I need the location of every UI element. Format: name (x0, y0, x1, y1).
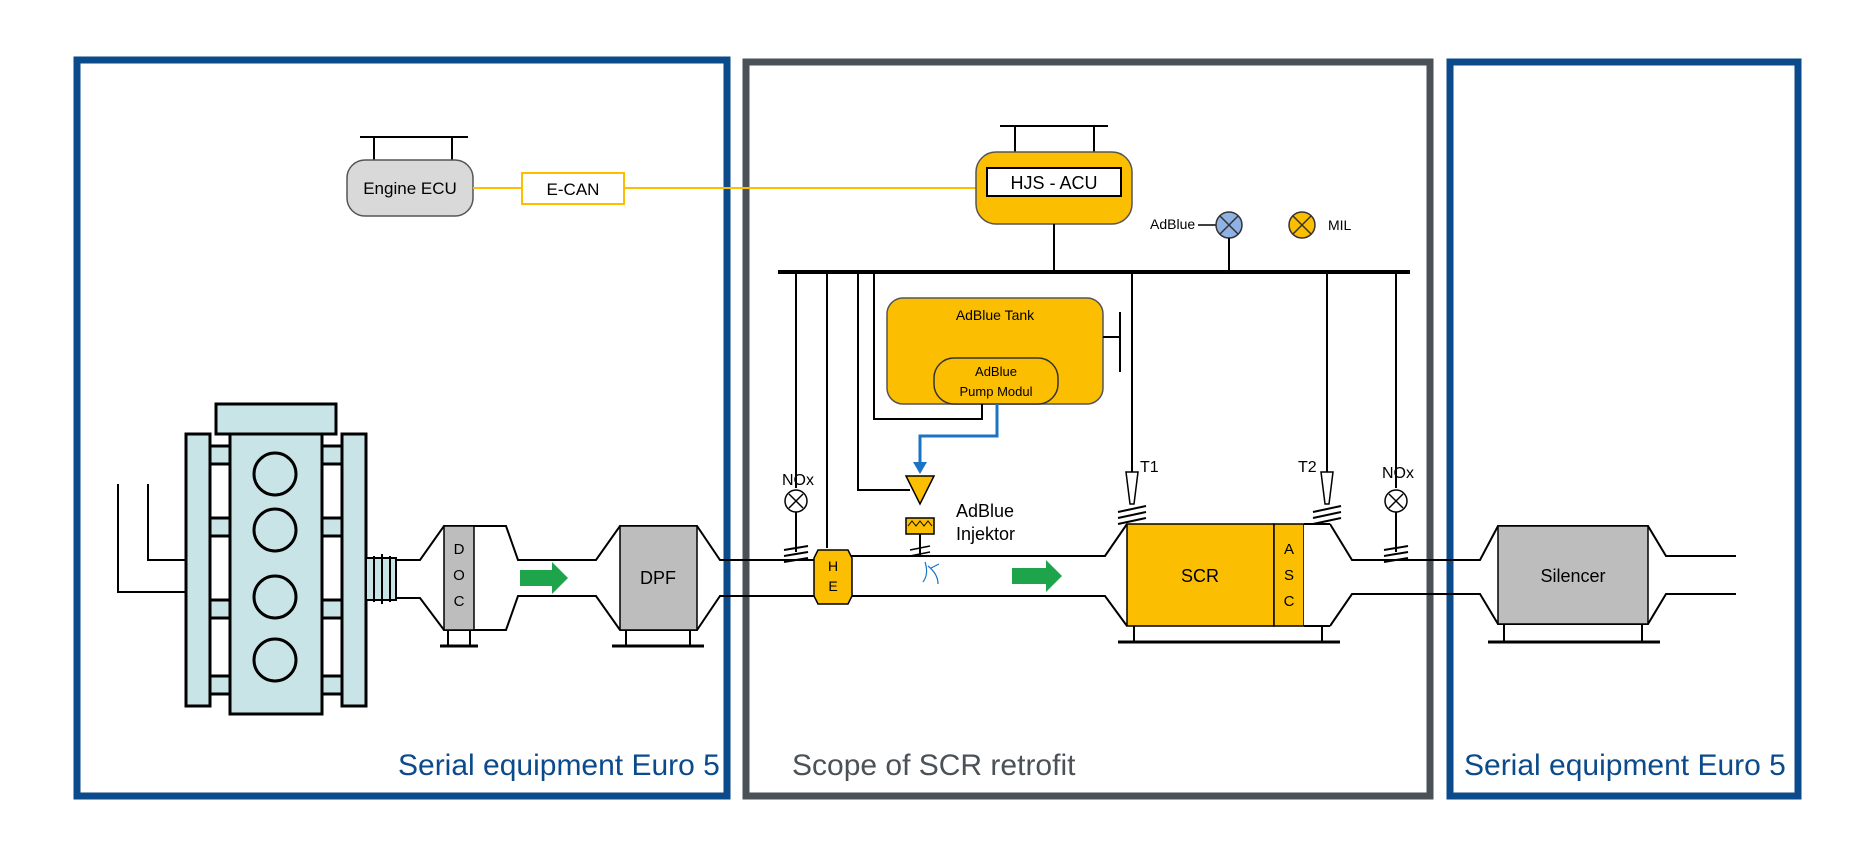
scope-frame (742, 58, 1434, 800)
svg-text:AdBlue: AdBlue (956, 501, 1014, 521)
wire-injector (857, 272, 910, 491)
scr-housing-gap (1304, 524, 1330, 626)
svg-text:NOx: NOx (782, 472, 814, 489)
svg-text:Silencer: Silencer (1540, 566, 1605, 586)
svg-text:Engine ECU: Engine ECU (363, 179, 457, 198)
svg-text:T1: T1 (1140, 459, 1159, 476)
left-region-label: Serial equipment Euro 5 (398, 749, 720, 782)
flow-arrow-1 (520, 562, 568, 594)
nox-sensor-left: NOx (782, 472, 814, 563)
svg-text:T2: T2 (1298, 459, 1317, 476)
svg-text:C: C (1284, 593, 1295, 610)
dpf: DPF (612, 525, 704, 648)
silencer: Silencer (1488, 525, 1660, 644)
wire-pump (873, 272, 983, 420)
svg-text:Injektor: Injektor (956, 524, 1015, 544)
middle-region-label: Scope of SCR retrofit (792, 749, 1076, 782)
engine (184, 402, 368, 716)
svg-text:Pump Modul: Pump Modul (960, 384, 1033, 399)
svg-text:O: O (453, 567, 465, 584)
adblue-pump-modul: AdBlue Pump Modul (933, 357, 1059, 405)
svg-text:AdBlue: AdBlue (1150, 216, 1195, 232)
nox-sensor-right: NOx (1382, 465, 1414, 563)
svg-text:S: S (1284, 567, 1294, 584)
heat-exchanger: H E (813, 549, 853, 605)
hjs-acu: HJS - ACU (975, 125, 1133, 225)
left-serial-frame (73, 56, 731, 800)
right-region-label: Serial equipment Euro 5 (1464, 749, 1786, 782)
adblue-injektor: AdBlue Injektor (904, 475, 1015, 585)
svg-text:NOx: NOx (1382, 465, 1414, 482)
svg-text:SCR: SCR (1181, 566, 1219, 586)
doc: D O C (440, 525, 478, 648)
flow-arrow-2 (1012, 560, 1062, 592)
scr-mount (1118, 626, 1340, 644)
ecan-box: E-CAN (521, 172, 625, 205)
svg-text:E: E (828, 578, 837, 594)
svg-text:A: A (1284, 541, 1294, 558)
asc-catalyst: A S C (1273, 523, 1305, 627)
svg-text:H: H (828, 558, 838, 574)
engine-ecu: Engine ECU (346, 136, 474, 217)
temperature-sensor-t1: T1 (1117, 459, 1159, 525)
mil-lamp: MIL (1288, 211, 1352, 239)
svg-text:AdBlue Tank: AdBlue Tank (956, 307, 1035, 323)
temperature-sensor-t2: T2 (1298, 459, 1342, 525)
svg-text:HJS - ACU: HJS - ACU (1010, 173, 1097, 193)
svg-text:C: C (454, 593, 465, 610)
svg-text:E-CAN: E-CAN (547, 180, 600, 199)
svg-text:AdBlue: AdBlue (975, 364, 1017, 379)
scr-catalyst: SCR (1126, 523, 1275, 627)
flex-bellows (365, 554, 397, 604)
adblue-supply-line (918, 404, 999, 464)
right-serial-frame (1446, 58, 1802, 800)
adblue-lamp: AdBlue (1150, 211, 1243, 272)
engine-intake-lines (117, 484, 186, 593)
svg-text:D: D (454, 541, 465, 558)
svg-text:DPF: DPF (640, 568, 676, 588)
svg-text:MIL: MIL (1328, 217, 1352, 233)
